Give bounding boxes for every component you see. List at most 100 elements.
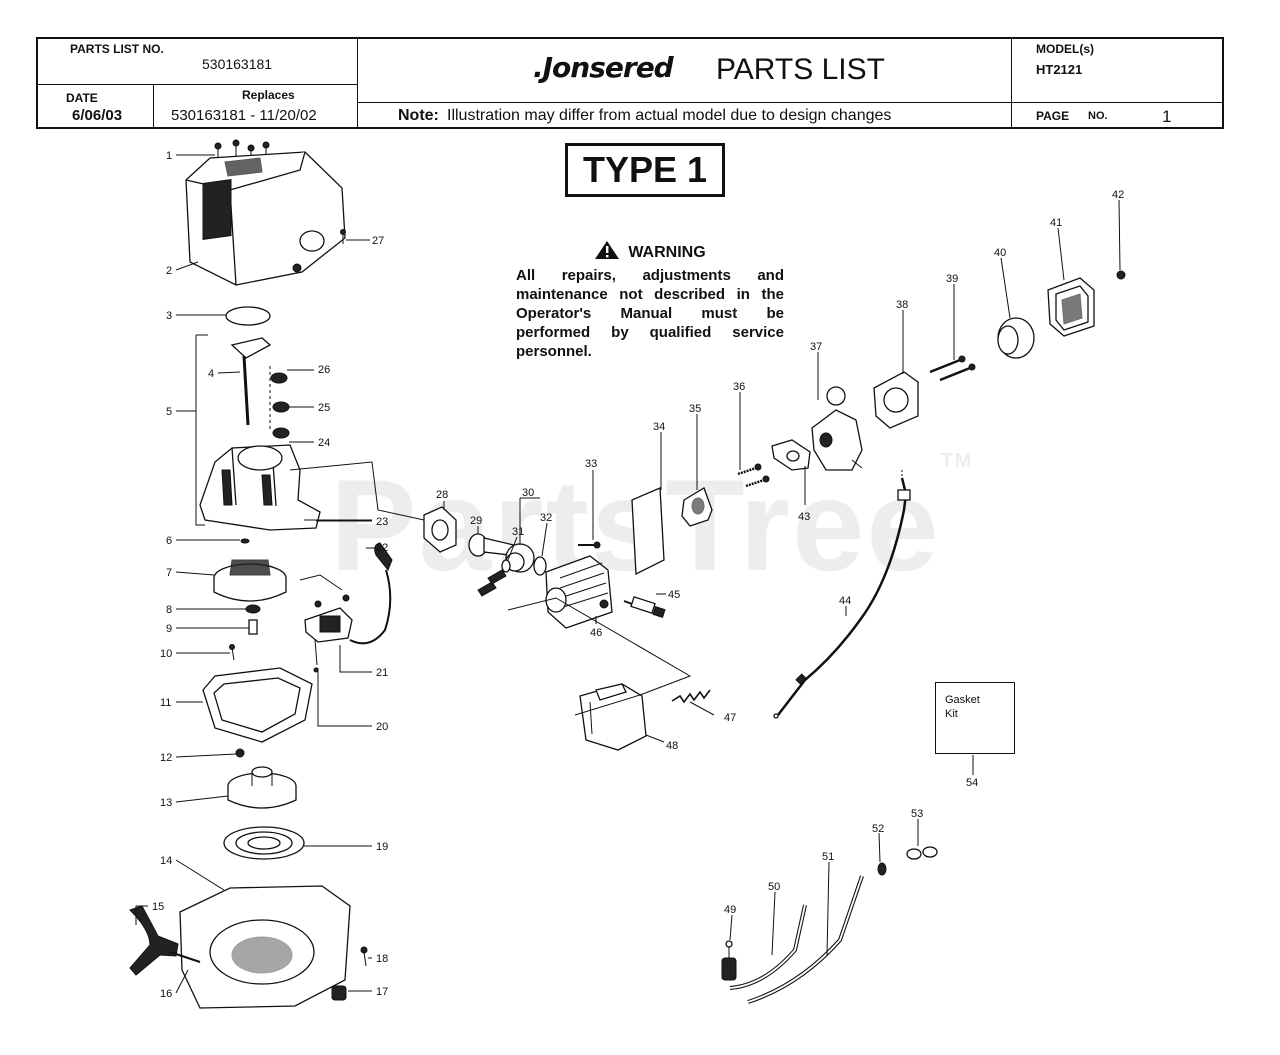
part-air-filter-40 xyxy=(997,317,1035,359)
callout-26: 26 xyxy=(318,364,330,376)
callout-41: 41 xyxy=(1050,217,1062,229)
part-spacer-9 xyxy=(248,619,258,635)
callout-43: 43 xyxy=(798,511,810,523)
callout-22: 22 xyxy=(376,542,388,554)
page-number: 1 xyxy=(1162,107,1172,126)
callout-39: 39 xyxy=(946,273,958,285)
callout-36: 36 xyxy=(733,381,745,393)
page-cell: PAGE NO. 1 xyxy=(1012,103,1222,129)
callout-49: 49 xyxy=(724,904,736,916)
callout-25: 25 xyxy=(318,402,330,414)
callout-leaders xyxy=(135,154,1121,994)
callout-42: 42 xyxy=(1112,189,1124,201)
part-screw-10 xyxy=(229,644,235,661)
model-label: MODEL(s) xyxy=(1036,42,1094,56)
leader-lines-mid xyxy=(507,597,692,716)
callout-1: 1 xyxy=(166,150,172,162)
part-screw-33 xyxy=(578,541,601,549)
parts-list-header: PARTS LIST NO. 530163181 DATE 6/06/03 Re… xyxy=(36,37,1224,129)
callout-54: 54 xyxy=(966,777,978,789)
callout-37: 37 xyxy=(810,341,822,353)
callout-10: 10 xyxy=(160,648,172,660)
warning-title: WARNING xyxy=(628,244,706,261)
part-cylinder-cover xyxy=(185,151,346,286)
callout-46: 46 xyxy=(590,627,602,639)
part-clip-31 xyxy=(501,559,511,573)
callout-29: 29 xyxy=(470,515,482,527)
part-ring-3 xyxy=(225,306,271,326)
part-pulley-13 xyxy=(227,766,297,809)
callout-17: 17 xyxy=(376,986,388,998)
callout-30: 30 xyxy=(522,487,534,499)
callout-24: 24 xyxy=(318,437,330,449)
callout-19: 19 xyxy=(376,841,388,853)
part-screw-18 xyxy=(360,946,368,967)
model-cell: MODEL(s) HT2121 xyxy=(1012,39,1222,103)
part-spring-47 xyxy=(671,689,711,704)
part-washer-25 xyxy=(272,401,290,413)
callout-50: 50 xyxy=(768,881,780,893)
callout-3: 3 xyxy=(166,310,172,322)
date-value: 6/06/03 xyxy=(72,107,123,124)
callout-numbers: 1 2 3 4 5 6 7 8 9 10 11 12 13 14 15 16 1… xyxy=(152,150,1124,1000)
callout-16: 16 xyxy=(160,988,172,1000)
watermark-tm: TM xyxy=(940,450,974,472)
note-label: Note: xyxy=(398,107,439,124)
part-washer-24 xyxy=(272,427,290,439)
model-value: HT2121 xyxy=(1036,62,1083,77)
part-flywheel xyxy=(213,559,287,602)
part-screw-27 xyxy=(340,229,346,244)
callout-13: 13 xyxy=(160,797,172,809)
part-ignition-module xyxy=(304,542,393,673)
part-filter-holder-38 xyxy=(873,371,919,429)
warning-title-row: WARNING xyxy=(516,240,784,262)
part-muffler xyxy=(579,683,647,751)
part-starter-housing xyxy=(179,885,351,1009)
callout-5: 5 xyxy=(166,406,172,418)
type-label: TYPE 1 xyxy=(565,143,725,197)
callout-11: 11 xyxy=(160,697,171,709)
note-text: Illustration may differ from actual mode… xyxy=(447,107,892,124)
callout-8: 8 xyxy=(166,604,172,616)
part-fuel-hose-51 xyxy=(747,875,864,1004)
parts-list-no-cell: PARTS LIST NO. 530163181 xyxy=(38,39,358,85)
part-knob-42 xyxy=(1116,270,1126,280)
callout-33: 33 xyxy=(585,458,597,470)
callout-31: 31 xyxy=(512,526,524,538)
part-nut-8 xyxy=(245,604,261,614)
callout-40: 40 xyxy=(994,247,1006,259)
callout-53: 53 xyxy=(911,808,923,820)
brand-logo: .Jonsered xyxy=(533,51,674,84)
title-cell: .Jonsered PARTS LIST xyxy=(358,39,1012,103)
callout-4: 4 xyxy=(208,368,214,380)
warning-triangle-icon xyxy=(595,241,620,259)
callout-12: 12 xyxy=(160,752,172,764)
part-filter-cover-41 xyxy=(1047,277,1095,337)
part-cylinder xyxy=(545,555,613,629)
warning-body: All repairs, adjustments and maintenance… xyxy=(516,267,784,360)
gasket-kit-box: Gasket Kit xyxy=(935,682,1015,754)
callout-23: 23 xyxy=(376,516,388,528)
callout-51: 51 xyxy=(822,851,834,863)
note-cell: Note: Illustration may differ from actua… xyxy=(358,103,1012,129)
part-plate-34 xyxy=(631,487,665,576)
callout-34: 34 xyxy=(653,421,665,433)
callout-27: 27 xyxy=(372,235,384,247)
callout-28: 28 xyxy=(436,489,448,501)
part-grommet-17 xyxy=(331,985,347,1001)
date-label: DATE xyxy=(66,91,98,105)
callout-35: 35 xyxy=(689,403,701,415)
date-cell: DATE 6/06/03 xyxy=(38,85,154,129)
parts-list-no: 530163181 xyxy=(202,56,273,72)
callout-7: 7 xyxy=(166,567,172,579)
callout-14: 14 xyxy=(160,855,172,867)
callout-45: 45 xyxy=(668,589,680,601)
callout-44: 44 xyxy=(839,595,851,607)
callout-21: 21 xyxy=(376,667,388,679)
callout-15: 15 xyxy=(152,901,164,913)
part-washer-26 xyxy=(270,372,288,384)
part-throttle-cable xyxy=(773,470,911,719)
page-no-label: NO. xyxy=(1088,110,1108,122)
part-grommet-52 xyxy=(877,862,887,876)
